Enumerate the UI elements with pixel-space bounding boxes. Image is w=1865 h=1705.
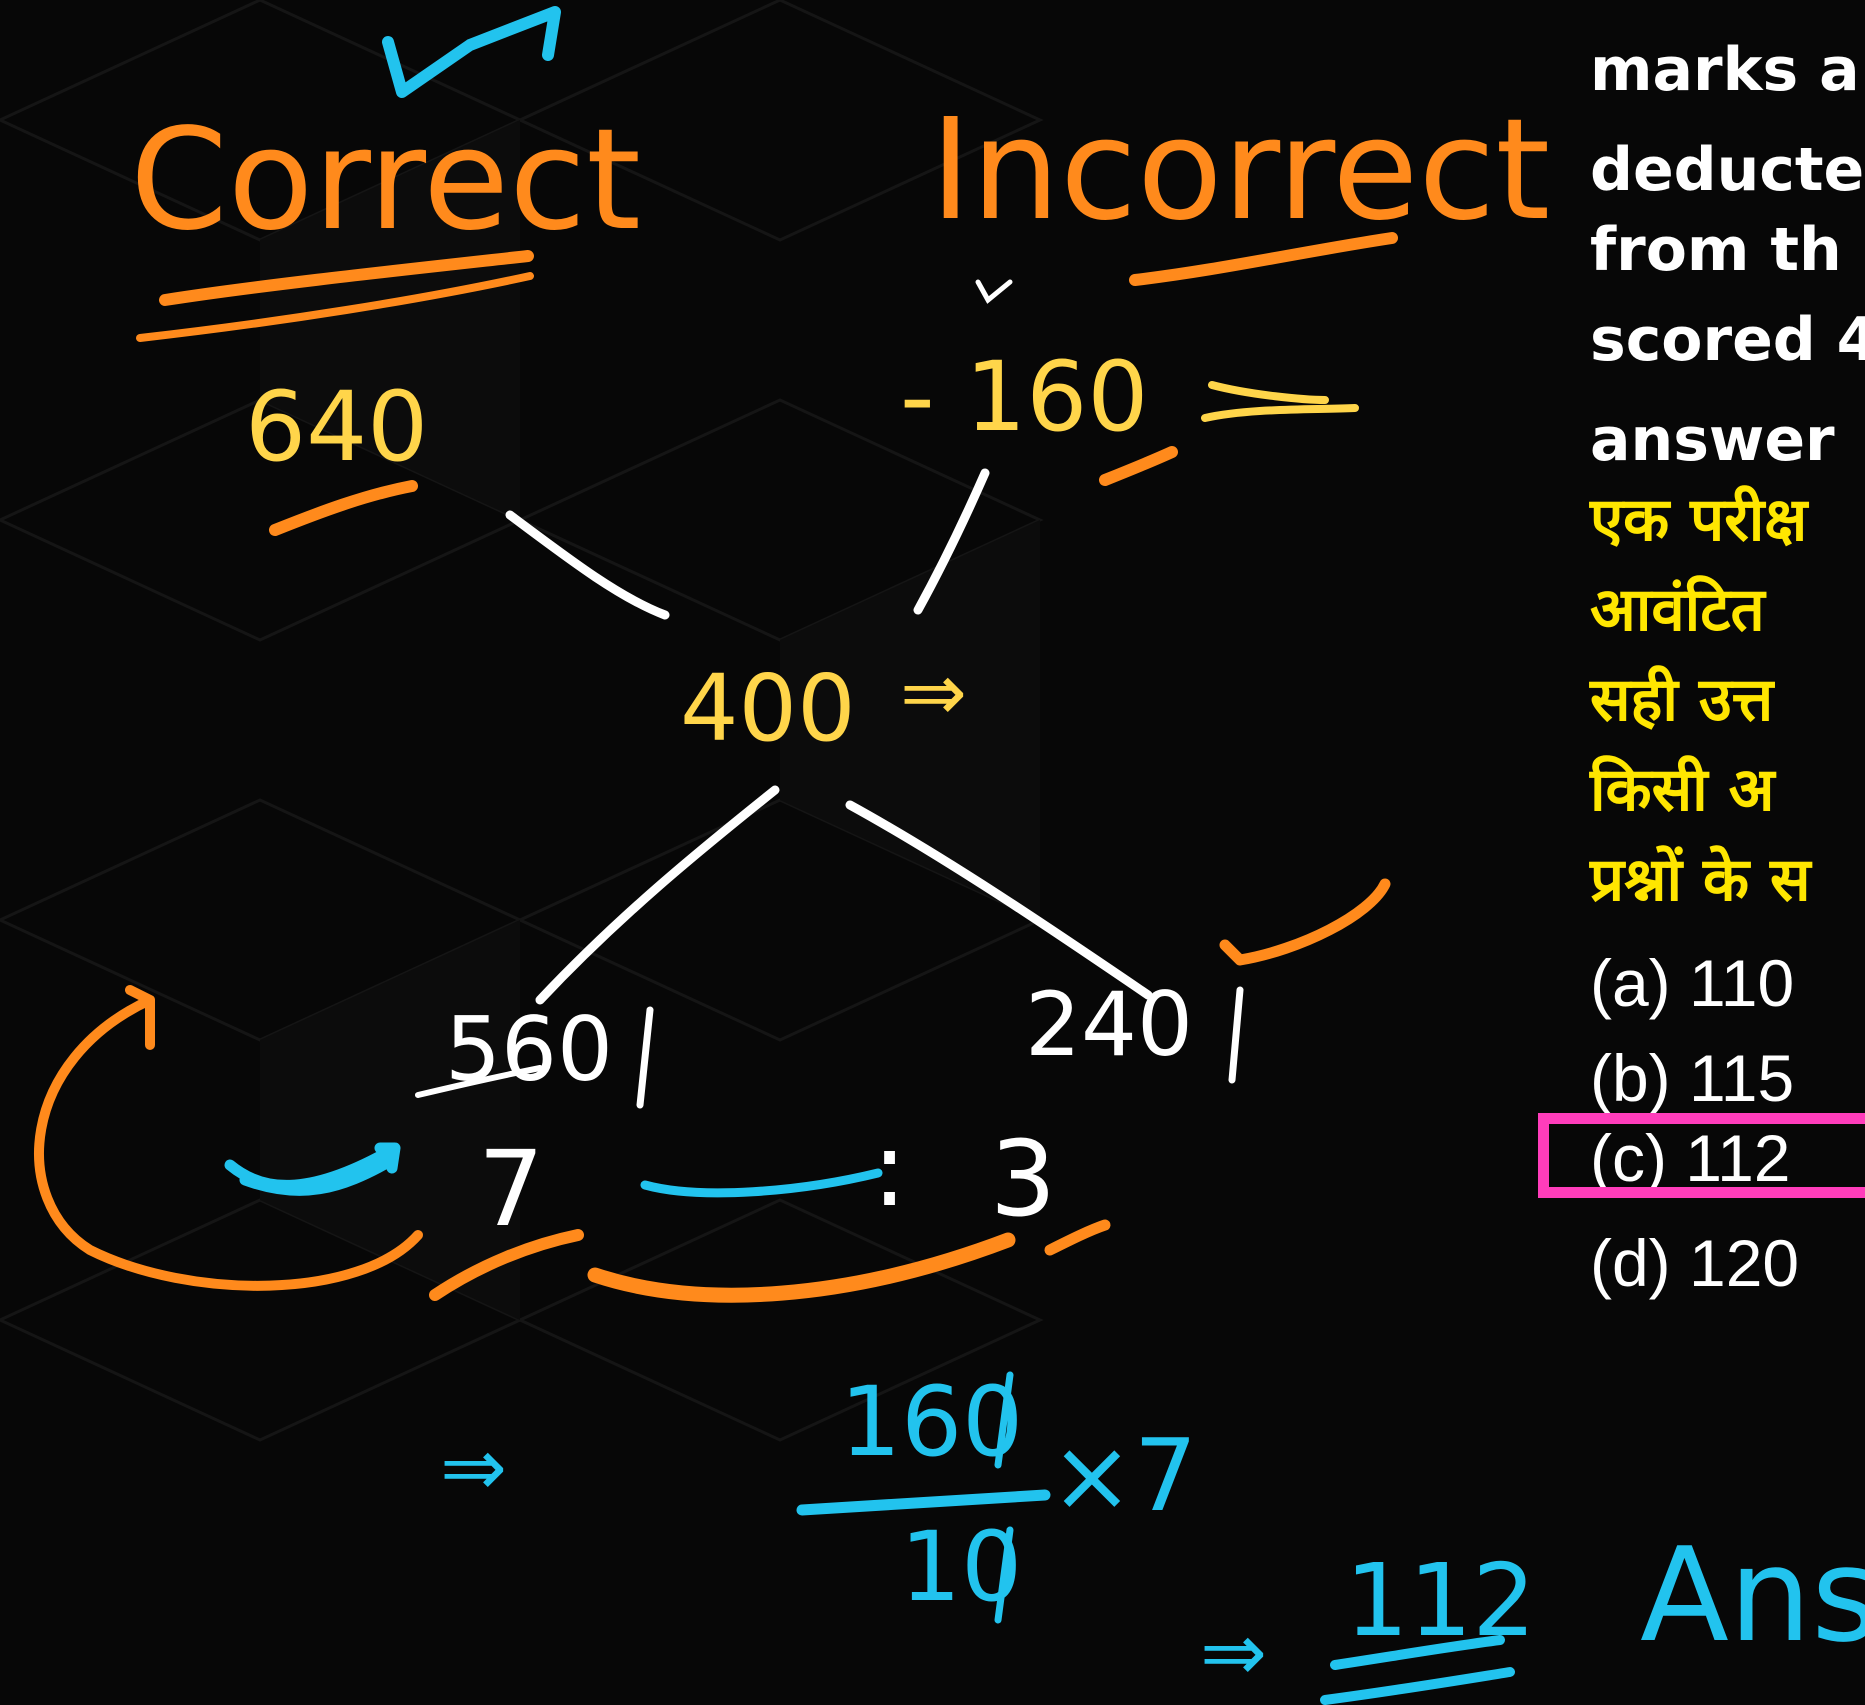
option-d[interactable]: (d) 120	[1590, 1226, 1800, 1300]
question-hindi-line: आवंटित	[1590, 575, 1765, 645]
implies-arrow-3-icon: ⇒	[1200, 1606, 1267, 1699]
option-b[interactable]: (b) 115	[1590, 1041, 1795, 1115]
option-a[interactable]: (a) 110	[1590, 946, 1795, 1020]
result-value: 112	[1345, 1542, 1536, 1659]
fraction-numerator: 160	[840, 1366, 1023, 1478]
question-hindi-line: सही उत्त	[1590, 665, 1774, 735]
strike-560-zero	[636, 1006, 654, 1109]
equal-marks	[1201, 381, 1359, 422]
question-english-line: marks a	[1590, 35, 1860, 105]
fraction-bar	[796, 1489, 1051, 1516]
underline-incorrect	[1129, 232, 1398, 286]
center-value: 400	[680, 655, 856, 762]
underline-3	[1044, 1219, 1111, 1256]
correct-value: 640	[245, 371, 428, 483]
ratio-right: 3	[990, 1118, 1056, 1240]
underline-ratio	[587, 1232, 1016, 1303]
underline-correct	[159, 250, 534, 306]
question-hindi-line: प्रश्नों के स	[1590, 845, 1811, 915]
orange-loop-arrow-icon	[34, 985, 423, 1291]
strike-160-zero	[994, 1371, 1014, 1469]
cyan-arrow-icon	[224, 1142, 401, 1196]
line-400-to-240	[845, 800, 1153, 1000]
option-c[interactable]: (c) 112	[1590, 1121, 1791, 1195]
mark-160	[1099, 446, 1178, 486]
question-english-line: answer	[1590, 405, 1835, 475]
mark-640	[269, 480, 418, 536]
check-mark-icon	[382, 6, 561, 98]
implies-arrow-2-icon: ⇒	[440, 1421, 507, 1514]
underline-correct-2	[136, 272, 534, 342]
line-400-to-560	[535, 785, 780, 1005]
underline-560	[415, 1065, 543, 1098]
underline-7	[429, 1229, 584, 1301]
question-hindi-line: किसी अ	[1590, 755, 1775, 825]
question-english-line: scored 4	[1590, 305, 1865, 375]
orange-check-icon	[1219, 878, 1391, 966]
small-tick-icon	[975, 279, 1013, 304]
strike-240-zero	[1228, 986, 1244, 1084]
heading-correct: Correct	[130, 99, 641, 262]
result-underline-2	[1320, 1667, 1515, 1705]
background-pattern	[0, 0, 1044, 1442]
result-underline-1	[1330, 1635, 1505, 1670]
multiplier: ×7	[1050, 1417, 1197, 1534]
question-english-line: deducte	[1590, 135, 1865, 205]
question-hindi-line: एक परीक्ष	[1590, 485, 1808, 555]
implies-arrow-icon: ⇒	[900, 646, 967, 739]
incorrect-value: - 160	[900, 341, 1148, 453]
right-difference: 240	[1025, 973, 1193, 1076]
ratio-left: 7	[478, 1128, 544, 1250]
question-english-line: from th	[1590, 215, 1842, 285]
question-panel: marks a deducte from th scored 4 answer …	[1560, 0, 1865, 1705]
line-640-to-400	[505, 510, 670, 620]
correct-option-highlight	[1538, 1113, 1865, 1198]
heading-incorrect: Incorrect	[930, 89, 1550, 252]
strike-10-zero	[994, 1526, 1014, 1624]
answer-word: Ans	[1640, 1519, 1865, 1671]
line-160-to-400	[913, 468, 990, 615]
ratio-connector	[640, 1168, 883, 1198]
